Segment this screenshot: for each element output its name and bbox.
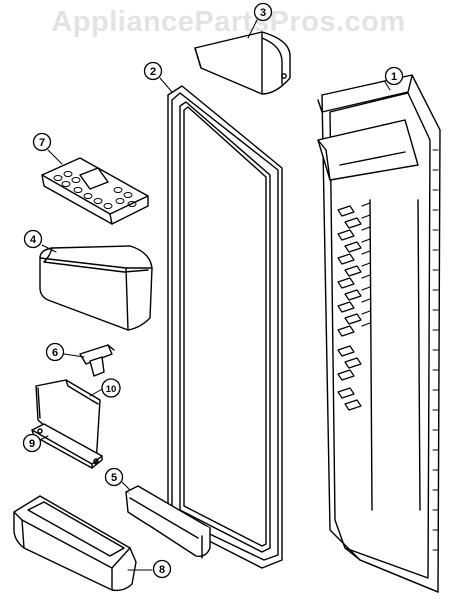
large-bin-part bbox=[13, 495, 137, 592]
callout-10: 10 bbox=[101, 378, 121, 398]
callout-2: 2 bbox=[143, 61, 163, 81]
svg-text:10: 10 bbox=[106, 384, 117, 395]
callout-1: 1 bbox=[384, 66, 404, 86]
svg-text:6: 6 bbox=[52, 347, 58, 359]
callout-4: 4 bbox=[23, 229, 43, 249]
dairy-cover-part bbox=[194, 31, 291, 95]
door-gasket-part bbox=[167, 85, 283, 569]
callout-8: 8 bbox=[152, 559, 172, 579]
watermark-text: AppliancePartsPros.com bbox=[51, 6, 406, 38]
callout-6: 6 bbox=[45, 342, 65, 362]
callout-3: 3 bbox=[253, 2, 273, 22]
callout-9: 9 bbox=[22, 433, 42, 453]
svg-text:3: 3 bbox=[260, 7, 266, 19]
bracket-part bbox=[79, 344, 115, 377]
callout-7: 7 bbox=[32, 132, 52, 152]
svg-text:9: 9 bbox=[29, 438, 35, 450]
egg-tray-part bbox=[41, 157, 149, 225]
svg-text:8: 8 bbox=[159, 564, 165, 576]
callout-5: 5 bbox=[104, 467, 124, 487]
door-bin-part bbox=[39, 245, 153, 331]
svg-text:7: 7 bbox=[39, 137, 45, 149]
small-shelf-part bbox=[125, 485, 211, 559]
bin-rail-part bbox=[31, 423, 103, 469]
svg-text:4: 4 bbox=[30, 234, 37, 246]
svg-text:2: 2 bbox=[150, 66, 156, 78]
svg-text:5: 5 bbox=[111, 472, 117, 484]
svg-text:1: 1 bbox=[391, 71, 397, 83]
door-panel-part bbox=[317, 74, 441, 593]
